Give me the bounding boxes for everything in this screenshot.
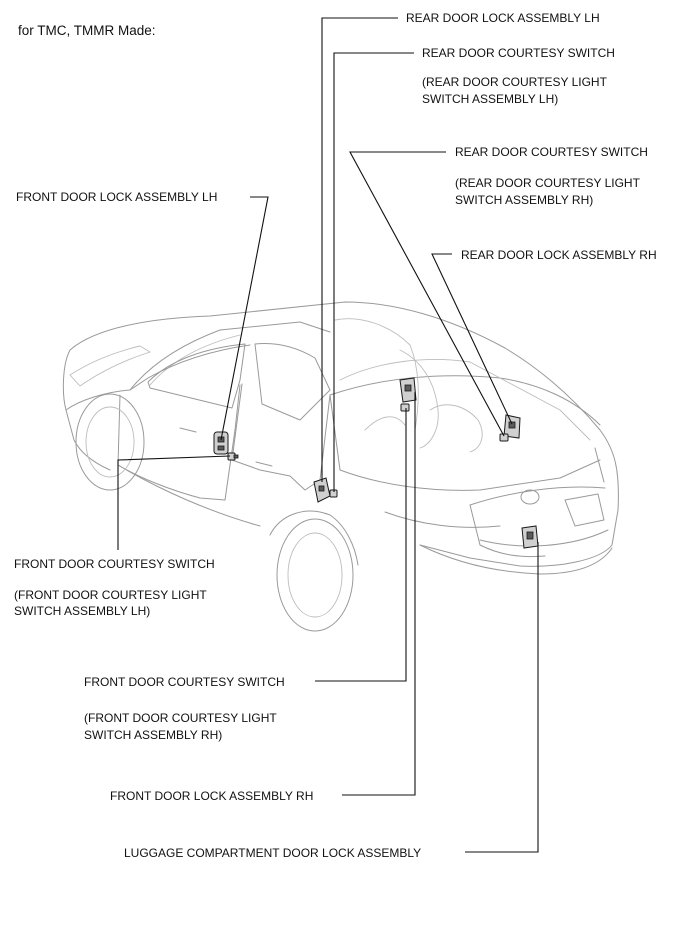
label-rear-door-lock-rh: REAR DOOR LOCK ASSEMBLY RH — [461, 248, 657, 262]
label-rear-courtesy-rh-line2: (REAR DOOR COURTESY LIGHT — [455, 176, 641, 190]
label-rear-courtesy-lh-line2: (REAR DOOR COURTESY LIGHT — [422, 75, 608, 89]
label-front-courtesy-lh-line3: SWITCH ASSEMBLY LH) — [14, 604, 150, 618]
label-rear-courtesy-rh-line1: REAR DOOR COURTESY SWITCH — [455, 145, 648, 159]
label-luggage-door-lock: LUGGAGE COMPARTMENT DOOR LOCK ASSEMBLY — [124, 846, 421, 860]
callout-labels: REAR DOOR LOCK ASSEMBLY LH REAR DOOR COU… — [14, 11, 657, 860]
label-rear-courtesy-lh-line3: SWITCH ASSEMBLY LH) — [422, 92, 558, 106]
leader-rear-door-lock-rh — [431, 253, 513, 425]
leader-luggage-door-lock — [465, 542, 539, 853]
luggage-door-lock-part — [521, 525, 539, 549]
leader-front-door-lock-lh — [220, 196, 269, 441]
car-illustration — [62, 301, 619, 632]
label-front-courtesy-rh-line2: (FRONT DOOR COURTESY LIGHT — [84, 711, 277, 725]
label-front-door-lock-rh: FRONT DOOR LOCK ASSEMBLY RH — [110, 789, 313, 803]
label-front-courtesy-rh-line3: SWITCH ASSEMBLY RH) — [84, 728, 222, 742]
label-front-courtesy-rh-line1: FRONT DOOR COURTESY SWITCH — [84, 675, 285, 689]
front-door-courtesy-switch-rh-part — [400, 403, 410, 412]
label-front-courtesy-lh-line1: FRONT DOOR COURTESY SWITCH — [14, 557, 215, 571]
diagram-heading: for TMC, TMMR Made: — [18, 23, 156, 38]
label-rear-door-lock-lh: REAR DOOR LOCK ASSEMBLY LH — [406, 11, 600, 25]
leader-lines — [117, 17, 539, 853]
label-front-door-lock-lh: FRONT DOOR LOCK ASSEMBLY LH — [16, 190, 217, 204]
rear-door-courtesy-switch-rh-part — [499, 433, 509, 442]
front-door-lock-rh-part — [399, 377, 417, 403]
label-rear-courtesy-rh-line3: SWITCH ASSEMBLY RH) — [455, 193, 593, 207]
rear-door-lock-rh-part — [503, 414, 521, 439]
leader-rear-courtesy-lh — [333, 52, 414, 492]
leader-rear-courtesy-rh — [349, 151, 505, 437]
leader-front-courtesy-rh — [315, 408, 407, 682]
leader-front-courtesy-lh — [117, 455, 231, 550]
leader-rear-door-lock-lh — [321, 17, 398, 482]
leader-front-door-lock-rh — [342, 392, 416, 796]
label-front-courtesy-lh-line2: (FRONT DOOR COURTESY LIGHT — [14, 588, 207, 602]
front-door-lock-lh-part — [213, 431, 229, 455]
label-rear-courtesy-lh-line1: REAR DOOR COURTESY SWITCH — [422, 46, 615, 60]
